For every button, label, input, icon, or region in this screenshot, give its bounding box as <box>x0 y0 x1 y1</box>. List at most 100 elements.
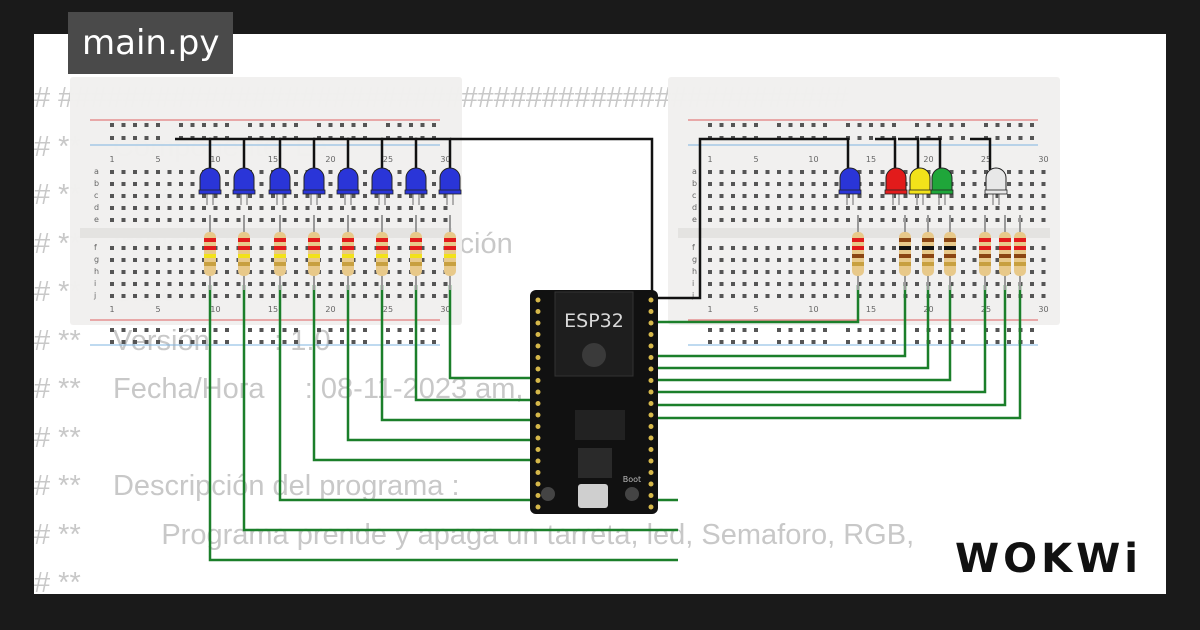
column-number: 1 <box>109 155 114 164</box>
column-number: 15 <box>866 305 876 314</box>
column-number: 5 <box>155 155 160 164</box>
wire[interactable] <box>209 137 246 170</box>
column-number: 10 <box>808 305 818 314</box>
wire[interactable] <box>414 285 540 402</box>
esp32-board[interactable]: ESP32 Boot <box>530 290 658 514</box>
resistor[interactable] <box>922 215 934 290</box>
row-letter: c <box>94 191 98 200</box>
row-letter: f <box>692 243 695 252</box>
row-letter: a <box>94 167 99 176</box>
resistor[interactable] <box>410 215 422 290</box>
resistor[interactable] <box>444 215 456 290</box>
wire[interactable] <box>652 285 1007 407</box>
column-number: 1 <box>707 155 712 164</box>
resistor[interactable] <box>342 215 354 290</box>
wire[interactable] <box>652 285 930 370</box>
row-letter: e <box>94 215 99 224</box>
column-number: 30 <box>1038 305 1048 314</box>
column-number: 15 <box>866 155 876 164</box>
column-number: 20 <box>923 155 933 164</box>
resistor[interactable] <box>944 215 956 290</box>
wire[interactable] <box>658 137 850 300</box>
resistor[interactable] <box>852 215 864 290</box>
wire[interactable] <box>652 285 860 324</box>
led-blue[interactable] <box>198 167 222 205</box>
boot-label: Boot <box>623 475 641 484</box>
wire[interactable] <box>242 285 678 532</box>
file-tab[interactable]: main.py <box>68 12 234 74</box>
column-number: 10 <box>808 155 818 164</box>
wire[interactable] <box>875 137 897 170</box>
column-number: 30 <box>440 305 450 314</box>
wire[interactable] <box>898 137 920 170</box>
led-rgb[interactable] <box>984 167 1008 205</box>
esp32-label: ESP32 <box>564 310 624 332</box>
led-blue[interactable] <box>404 167 428 205</box>
column-number: 5 <box>753 155 758 164</box>
column-number: 25 <box>383 155 393 164</box>
resistor[interactable] <box>999 215 1011 290</box>
code-line: # ** Programa prende y apaga un tarreta,… <box>34 518 915 551</box>
column-number: 10 <box>210 155 220 164</box>
resistor[interactable] <box>204 215 216 290</box>
wire[interactable] <box>920 137 942 170</box>
led-blue[interactable] <box>370 167 394 205</box>
row-letter: h <box>94 267 99 276</box>
row-letter: d <box>692 203 697 212</box>
row-letter: b <box>692 179 697 188</box>
wire[interactable] <box>652 285 907 358</box>
wire[interactable] <box>652 285 952 382</box>
led-red[interactable] <box>884 167 908 205</box>
row-letter: h <box>692 267 697 276</box>
resistor[interactable] <box>899 215 911 290</box>
wire[interactable] <box>652 285 1022 420</box>
led-blue[interactable] <box>232 167 256 205</box>
column-number: 25 <box>981 155 991 164</box>
led-blue[interactable] <box>838 167 862 205</box>
usb-port-icon <box>578 484 608 508</box>
led-blue[interactable] <box>336 167 360 205</box>
resistor[interactable] <box>274 215 286 290</box>
led-blue[interactable] <box>268 167 292 205</box>
row-letter: f <box>94 243 97 252</box>
wire[interactable] <box>970 137 992 170</box>
wire[interactable] <box>450 137 654 298</box>
wire[interactable] <box>279 137 316 170</box>
column-number: 20 <box>325 155 335 164</box>
column-number: 15 <box>268 305 278 314</box>
code-line: # ** Fecha/Hora : 08-11-2023 am, <box>34 373 524 405</box>
code-line: # ** Descripción del programa : <box>34 470 460 502</box>
column-number: 5 <box>753 305 758 314</box>
resistor[interactable] <box>238 215 250 290</box>
led-blue[interactable] <box>438 167 462 205</box>
boot-button[interactable] <box>625 487 639 501</box>
column-number: 10 <box>210 305 220 314</box>
column-number: 20 <box>325 305 335 314</box>
wire[interactable] <box>346 285 540 442</box>
wire[interactable] <box>448 285 540 380</box>
resistor[interactable] <box>308 215 320 290</box>
wire[interactable] <box>312 285 540 462</box>
resistor[interactable] <box>376 215 388 290</box>
wire[interactable] <box>208 285 678 562</box>
row-letter: b <box>94 179 99 188</box>
led-blue[interactable] <box>302 167 326 205</box>
en-button[interactable] <box>541 487 555 501</box>
code-line: # ** <box>34 421 81 454</box>
column-number: 25 <box>383 305 393 314</box>
row-letter: g <box>692 255 697 264</box>
led-yellow[interactable] <box>908 167 932 205</box>
wire[interactable] <box>652 285 987 394</box>
row-letter: j <box>691 291 694 300</box>
row-letter: a <box>692 167 697 176</box>
wire[interactable] <box>347 137 384 170</box>
row-letter: j <box>93 291 96 300</box>
resistor[interactable] <box>1014 215 1026 290</box>
row-letter: d <box>94 203 99 212</box>
wire[interactable] <box>380 285 540 422</box>
column-number: 30 <box>1038 155 1048 164</box>
led-green[interactable] <box>930 167 954 205</box>
wire[interactable] <box>175 137 212 170</box>
resistor[interactable] <box>979 215 991 290</box>
